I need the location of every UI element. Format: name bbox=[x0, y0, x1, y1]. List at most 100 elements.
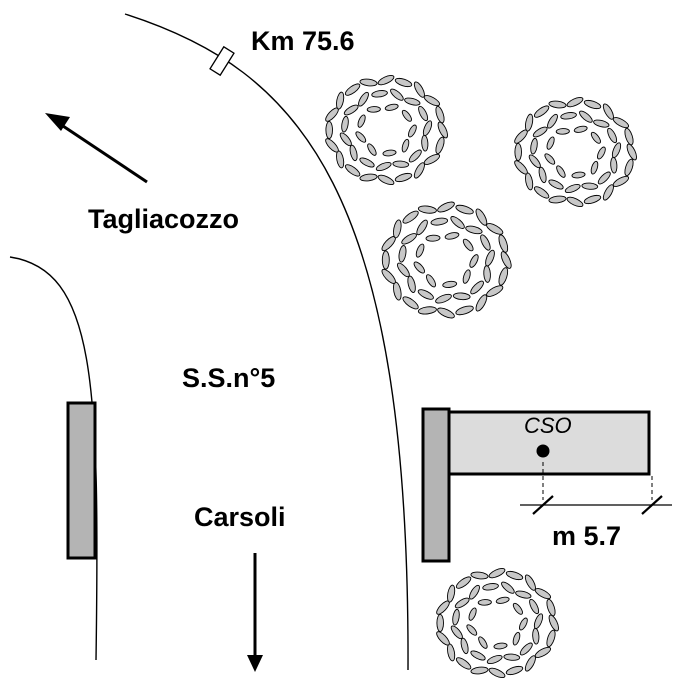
tree-leaf bbox=[512, 631, 521, 646]
tree-leaf bbox=[392, 160, 410, 168]
tree-leaf bbox=[437, 121, 448, 139]
tree-leaf bbox=[413, 162, 425, 179]
tree-leaf bbox=[344, 164, 361, 177]
tree-leaf bbox=[371, 90, 388, 98]
tree-leaf bbox=[416, 219, 428, 236]
tree-leaf bbox=[359, 157, 375, 168]
tree-leaf bbox=[417, 205, 437, 214]
tree-leaf bbox=[624, 158, 634, 177]
tree-leaf bbox=[402, 210, 419, 224]
tree-leaf bbox=[413, 81, 425, 98]
tree-leaf bbox=[355, 131, 367, 143]
tree-leaf bbox=[529, 598, 540, 615]
tree-leaf bbox=[435, 293, 452, 304]
tree-leaf bbox=[375, 161, 392, 172]
tree-leaf bbox=[465, 225, 483, 235]
tree-leaf bbox=[475, 208, 488, 226]
tree-leaf bbox=[544, 153, 556, 165]
tree-leaf bbox=[422, 120, 433, 137]
tree-leaf bbox=[437, 201, 455, 213]
tree-leaf bbox=[546, 629, 556, 648]
tree-leaf bbox=[525, 113, 534, 132]
tree-leaf bbox=[359, 173, 378, 182]
tree-leaf bbox=[573, 125, 588, 133]
tree-leaf bbox=[485, 249, 495, 267]
tree-leaf bbox=[325, 138, 339, 153]
tree-leaf bbox=[556, 165, 566, 178]
tree-leaf bbox=[367, 143, 377, 156]
tree-leaf bbox=[610, 156, 618, 174]
tree-leaf bbox=[478, 636, 488, 649]
tree-leaf bbox=[397, 262, 410, 278]
tree-leaf bbox=[381, 250, 390, 270]
tree-leaf bbox=[488, 567, 506, 579]
tree-icon bbox=[514, 96, 637, 208]
tree-leaf bbox=[583, 194, 602, 205]
tree-leaf bbox=[469, 254, 479, 268]
tree-leaf bbox=[477, 599, 492, 606]
tree-leaf bbox=[514, 160, 528, 175]
tree-leaf bbox=[503, 653, 521, 661]
tree-leaf bbox=[470, 571, 489, 580]
tree-leaf bbox=[336, 91, 345, 110]
tree-leaf bbox=[384, 103, 399, 111]
tree-leaf bbox=[404, 97, 421, 106]
tree-leaf bbox=[394, 172, 413, 183]
tree-leaf bbox=[401, 233, 417, 245]
tree-leaf bbox=[548, 179, 564, 190]
roadside-barrier-left bbox=[66, 401, 97, 560]
tree-icon bbox=[436, 567, 559, 679]
tree-leaf bbox=[528, 154, 541, 169]
tree-leaf bbox=[421, 134, 429, 152]
tree-leaf bbox=[336, 150, 345, 169]
tree-leaf bbox=[450, 216, 465, 229]
tree-leaf bbox=[358, 91, 369, 107]
tree-leaf bbox=[442, 280, 458, 288]
tree-leaf bbox=[343, 104, 359, 116]
tree-leaf bbox=[325, 120, 333, 140]
tree-leaf bbox=[602, 103, 614, 120]
km-post-icon bbox=[209, 45, 235, 77]
tree-leaf bbox=[538, 166, 547, 184]
tree-leaf bbox=[408, 124, 417, 138]
tree-leaf bbox=[413, 261, 425, 274]
tree-leaf bbox=[581, 182, 599, 190]
tree-leaf bbox=[401, 109, 412, 122]
tree-leaf bbox=[593, 119, 610, 128]
tree-leaf bbox=[436, 613, 444, 633]
tree-leaf bbox=[423, 153, 441, 165]
tree-leaf bbox=[500, 251, 512, 269]
tree-leaf bbox=[590, 131, 601, 144]
tree-leaf bbox=[377, 74, 395, 86]
tree-leaf bbox=[533, 186, 550, 199]
tree-leaf bbox=[357, 114, 366, 128]
roadside-barrier-right bbox=[421, 407, 451, 563]
tree-leaf bbox=[436, 631, 450, 646]
tree-leaf bbox=[501, 581, 515, 594]
dimension-line bbox=[520, 462, 672, 515]
tree-leaf bbox=[417, 306, 437, 315]
tree-leaf bbox=[460, 637, 469, 655]
tree-leaf bbox=[447, 584, 456, 603]
station-point-icon bbox=[536, 444, 550, 458]
tree-leaf bbox=[475, 294, 488, 312]
tree-leaf bbox=[546, 136, 555, 150]
tree-leaf bbox=[344, 83, 361, 96]
tree-leaf bbox=[486, 654, 503, 665]
road-edge-right bbox=[124, 13, 409, 671]
tree-leaf bbox=[462, 238, 474, 252]
tree-leaf bbox=[590, 160, 599, 175]
tree-leaf bbox=[470, 650, 486, 661]
tree-leaf bbox=[546, 598, 556, 617]
tree-leaf bbox=[437, 307, 455, 319]
tree-leaf bbox=[547, 113, 558, 129]
tree-leaf bbox=[524, 574, 536, 591]
tree-leaf bbox=[480, 234, 491, 251]
tree-leaf bbox=[488, 667, 506, 679]
tree-leaf bbox=[566, 96, 584, 108]
road-edge-left bbox=[9, 256, 98, 661]
tree-leaf bbox=[486, 285, 504, 297]
tree-leaf bbox=[393, 281, 402, 301]
tree-leaf bbox=[407, 275, 416, 293]
tree-leaf bbox=[483, 265, 491, 283]
